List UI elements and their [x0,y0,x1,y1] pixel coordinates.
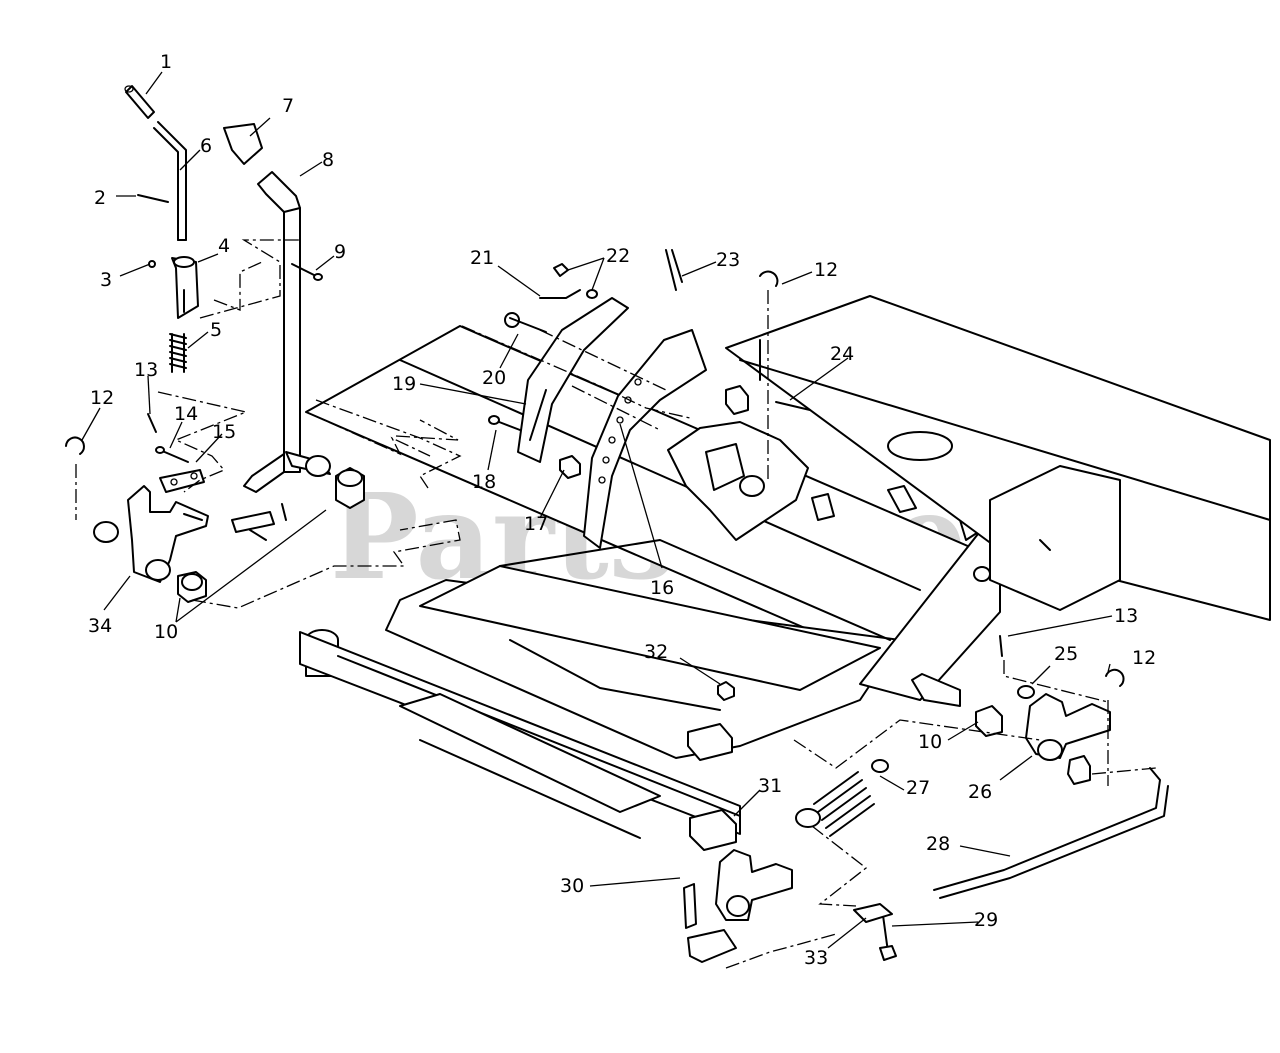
callout-29: 29 [974,909,998,931]
alignment-lines [75,239,1157,969]
e-clip-right-upper [759,270,779,287]
left-handle-grip [124,85,155,119]
bolt-9 [291,263,323,281]
callout-6: 6 [200,135,212,157]
spring-wire-21 [539,289,581,299]
main-frame-deck [385,539,901,759]
callout-9: 9 [334,241,346,263]
callout-7: 7 [282,95,294,117]
frame-rail-right [725,295,1271,621]
link-plate-center [231,503,287,541]
callout-32: 32 [644,641,668,663]
quadrant-plate-19 [517,297,629,463]
cotter-pin-13-right [999,635,1003,657]
e-clip-right-lower [1105,668,1125,687]
callout-12-top: 12 [814,259,838,281]
nut-32 [717,681,735,701]
cotter-pin-13-left [147,413,157,433]
callout-25: 25 [1054,643,1078,665]
pivot-star-bracket [667,421,809,541]
spacer-block-31 [689,809,737,851]
e-clip-left [65,436,85,455]
extension-spring-27 [795,759,889,837]
callout-8: 8 [322,149,334,171]
callout-2: 2 [94,187,106,209]
callout-12-left: 12 [90,387,114,409]
callout-5: 5 [210,319,222,341]
detent-pin-20 [504,312,547,333]
seat-mount-opening [887,431,953,461]
callout-18: 18 [472,471,496,493]
quadrant-plate-16 [583,329,707,549]
callout-13-right: 13 [1114,605,1138,627]
callout-31: 31 [758,775,782,797]
callout-15: 15 [212,421,236,443]
callout-24: 24 [830,343,854,365]
spacer-block-front [687,723,733,761]
bushing-left-upper [335,467,365,509]
lever-bracket [148,256,199,319]
callout-26: 26 [968,781,992,803]
compression-spring [169,333,187,373]
hairpin-23 [665,249,683,291]
spacer-17 [559,455,581,479]
spacer-bar-right [811,485,917,521]
callout-16: 16 [650,577,674,599]
callout-1: 1 [160,51,172,73]
leader-lines [81,71,1113,949]
callout-4: 4 [218,235,230,257]
bolt-18 [488,415,521,431]
callout-3: 3 [100,269,112,291]
lever-pin [137,194,169,203]
pivot-bracket-front [715,849,793,921]
bushing-left-lower [177,571,207,603]
callout-30: 30 [560,875,584,897]
callout-21: 21 [470,247,494,269]
callout-13-left: 13 [134,359,158,381]
plate-33 [853,903,893,923]
pivot-bracket-26 [1025,693,1111,785]
callout-22: 22 [606,245,630,267]
callout-28: 28 [926,833,950,855]
callout-23: 23 [716,249,740,271]
side-rail-left [399,693,661,839]
callout-34: 34 [88,615,112,637]
bracket-30 [683,883,737,963]
callout-33: 33 [804,947,828,969]
callouts: 1 2 3 4 5 6 7 8 9 10 10 12 12 12 13 13 1… [88,51,1156,969]
callout-27: 27 [906,777,930,799]
callout-17: 17 [524,513,548,535]
callout-10-left: 10 [154,621,178,643]
callout-19: 19 [392,373,416,395]
callout-20: 20 [482,367,506,389]
pivot-bracket-left [93,485,209,583]
clevis-pin-14 [155,446,189,463]
right-control-lever [243,171,331,493]
callout-10-right: 10 [918,731,942,753]
callout-12-right: 12 [1132,647,1156,669]
stabilizer-rod-28 [933,767,1169,899]
bushing-right [911,673,1003,737]
spacer-24 [725,385,811,415]
left-control-lever [153,121,187,241]
link-plate-15 [159,469,205,493]
washer-25 [1017,685,1035,699]
callout-14: 14 [174,403,198,425]
